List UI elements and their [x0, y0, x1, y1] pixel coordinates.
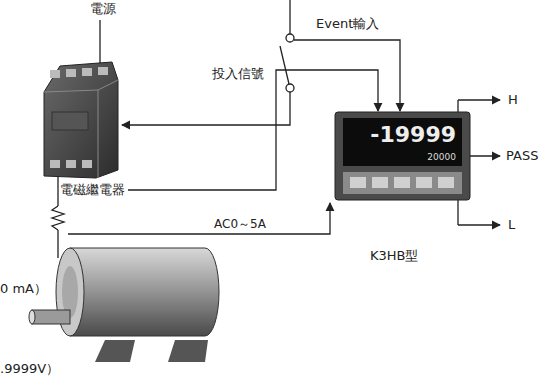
- contactor-box: 電磁繼電器: [40, 55, 128, 198]
- power-label: 電源: [90, 2, 116, 17]
- note-text: .9999V）: [0, 362, 61, 377]
- signal-label: Event輸入: [316, 17, 379, 32]
- output-label: H: [508, 93, 518, 108]
- display-value: -19999: [370, 122, 456, 147]
- model-label: K3HB型: [370, 249, 419, 264]
- motor-illustration: [29, 248, 219, 362]
- meter-illustration: [335, 112, 470, 200]
- switch: [280, 0, 294, 92]
- signal-label: 投入信號: [212, 67, 264, 82]
- meter-box: -19999 20000: [335, 112, 470, 200]
- part-name: 電磁繼電器: [60, 183, 125, 198]
- output-label: PASS: [506, 149, 538, 164]
- display-subvalue: 20000: [427, 152, 456, 162]
- signal-line: [68, 40, 500, 234]
- contactor-illustration: [44, 62, 118, 178]
- current-transformer: [52, 206, 64, 230]
- output-label: L: [508, 218, 515, 233]
- note-text: 0 mA）: [0, 282, 49, 297]
- signal-connector: [128, 70, 378, 190]
- range-label: AC0～5A: [214, 218, 266, 232]
